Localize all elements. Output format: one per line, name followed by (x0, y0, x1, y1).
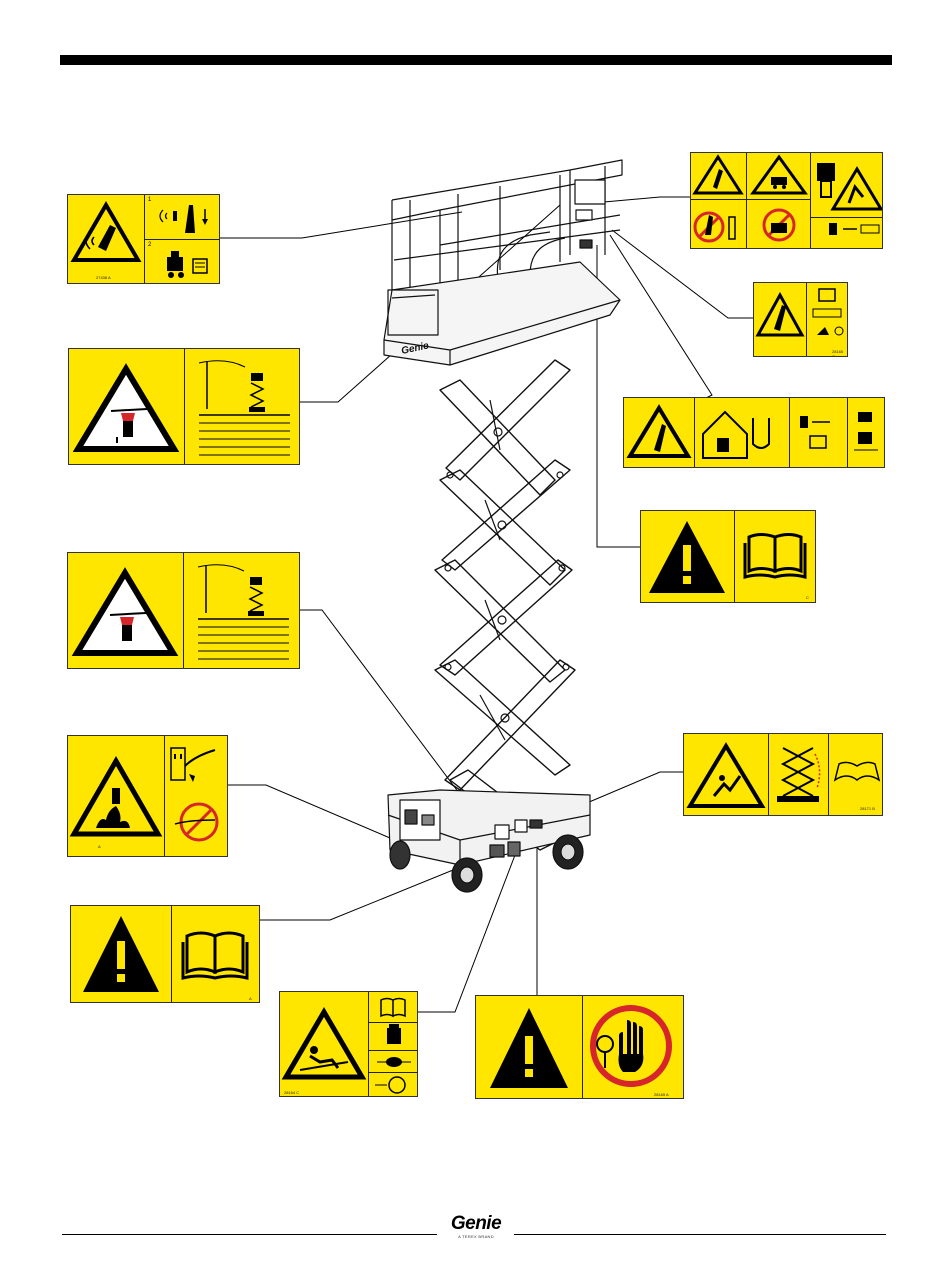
brand-name: Genie (443, 1214, 509, 1234)
brand-tagline: A TEREX BRAND (443, 1234, 509, 1239)
decal-tip-fall-hazards (690, 152, 883, 249)
stop-hand-prohibition-icon (583, 996, 684, 1099)
safety-steps-icons (369, 992, 418, 1097)
footer-rule-left (62, 1234, 437, 1235)
fire-burn-warning-icon (68, 736, 164, 857)
decal-part-code: A (249, 996, 252, 1001)
decal-part-code: 28165 C (832, 349, 847, 357)
footer-rule-right (514, 1234, 886, 1235)
manual-book-icon (735, 511, 816, 603)
decal-entanglement: 28164 C (279, 991, 418, 1097)
exclamation-warning-icon (71, 906, 171, 1003)
power-line-clearance-icon (185, 349, 300, 465)
decal-tilt-level: 28165 C (753, 282, 848, 357)
electrocution-warning-icon (69, 349, 184, 465)
power-line-clearance-icon (184, 553, 300, 669)
plug-outlet-icon (165, 736, 228, 857)
crush-hazard-warning-icon (280, 992, 368, 1097)
level-indicator-icon (807, 283, 848, 357)
decal-electrocution-upper (68, 348, 300, 465)
manual-reference-icon (829, 734, 883, 816)
decal-read-manual-right: C (640, 510, 816, 603)
decal-part-code: 27438 A (96, 275, 111, 280)
decal-part-code: A (98, 844, 101, 849)
tip-over-warning-icon (624, 398, 694, 468)
exclamation-warning-icon (641, 511, 734, 603)
alarm-tilt-step-icon (145, 195, 220, 239)
clearance-distance-icon (811, 217, 883, 249)
tilt-alarm-warning-icon (68, 195, 144, 284)
decal-electrocution-lower (67, 552, 300, 669)
decal-part-code: 28165 A (654, 1092, 669, 1097)
decal-outlet-burn: A (67, 735, 228, 857)
crush-hazard-warning-icon (684, 734, 768, 816)
exclamation-warning-icon (476, 996, 582, 1099)
decal-part-code: C (806, 595, 809, 600)
no-tilt-prohibition-icon (691, 199, 746, 249)
collision-warning-icon (747, 153, 811, 199)
decal-part-code: 28164 C (284, 1090, 299, 1095)
load-capacity-icon (790, 398, 848, 468)
tip-over-warning-icon (691, 153, 746, 199)
decal-part-code: 28171 B (860, 806, 875, 811)
electrocution-warning-icon (68, 553, 183, 669)
wind-limit-icon (848, 398, 885, 468)
lower-platform-step-icon (145, 239, 220, 284)
decal-do-not-operate: 28165 A (475, 995, 684, 1099)
fall-hazard-warning-icon (811, 153, 883, 217)
decal-tilt-alarm: 1 2 27438 A (67, 194, 220, 284)
scissor-stow-icon (769, 734, 829, 816)
no-climbing-prohibition-icon (747, 199, 811, 249)
decal-capacity-rules (623, 397, 885, 468)
indoor-use-icon (695, 398, 790, 468)
manual-book-icon (172, 906, 260, 1003)
scissor-lift-illustration: Genie (380, 150, 640, 895)
decal-read-manual-left: A (70, 905, 260, 1003)
decal-crush-scissor: 28171 B (683, 733, 883, 816)
tilt-warning-icon (754, 283, 806, 357)
genie-logo: Genie A TEREX BRAND (443, 1214, 509, 1239)
